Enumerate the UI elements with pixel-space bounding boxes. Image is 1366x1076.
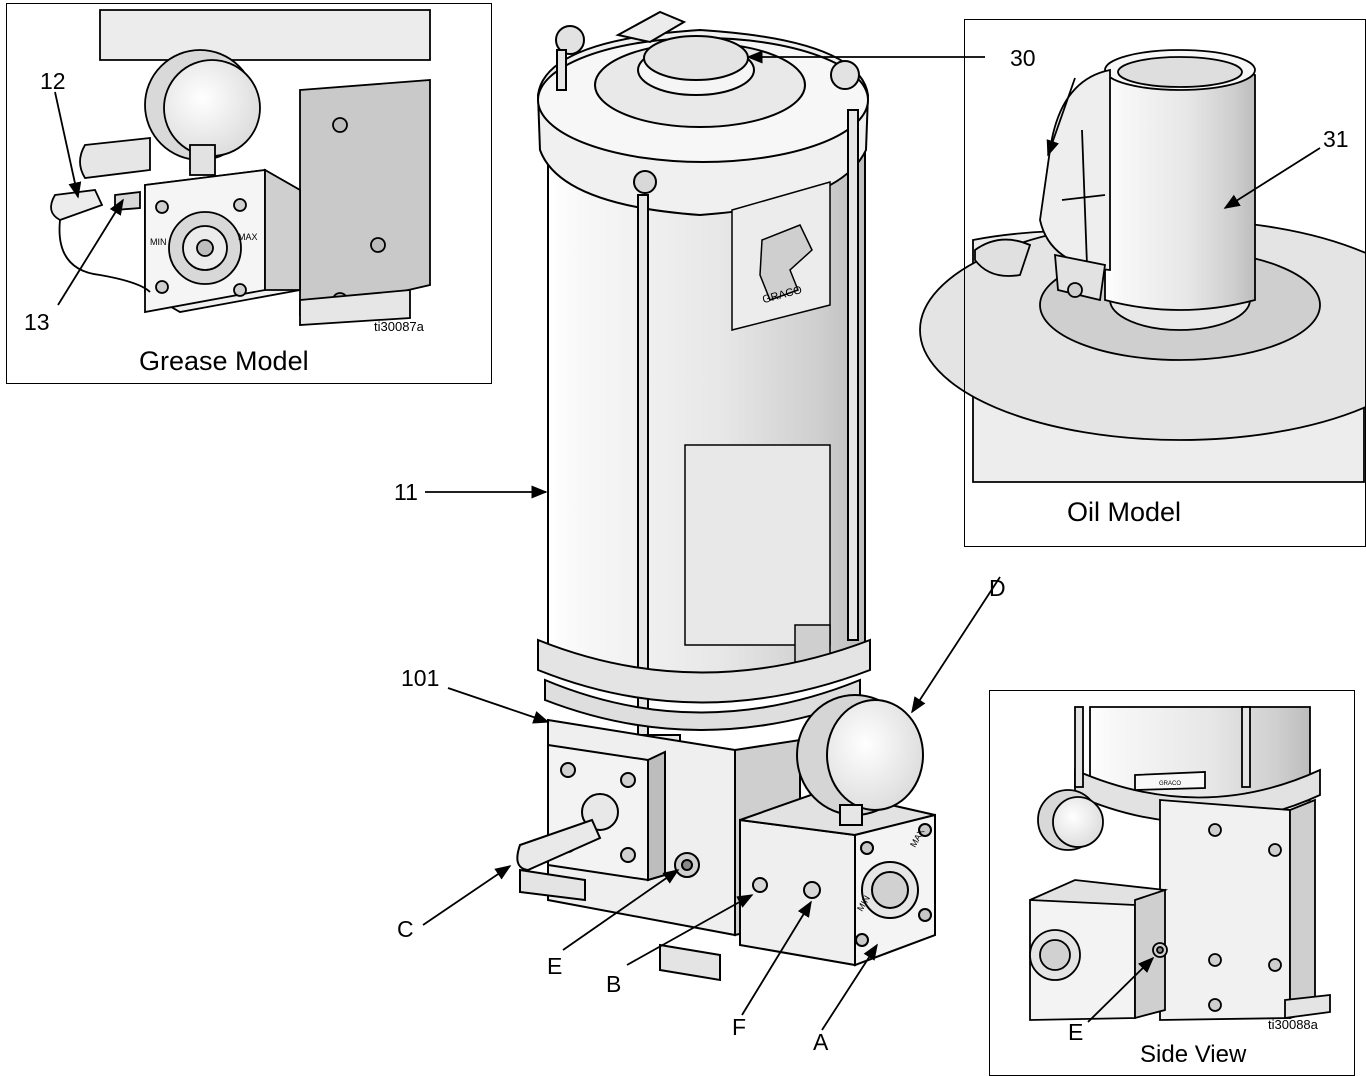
callout-12: 12 <box>40 68 66 94</box>
callout-B: B <box>606 971 622 997</box>
front-block: MAX MIN <box>739 788 936 967</box>
reservoir-lid <box>536 10 870 217</box>
side-inset-art: GRACO <box>1029 706 1331 1021</box>
pressure-gauge <box>796 694 924 826</box>
side-caption: Side View <box>1140 1041 1247 1068</box>
side-brand-label: GRACO <box>1159 781 1181 787</box>
callout-A: A <box>813 1029 829 1055</box>
callout-F: F <box>732 1014 747 1040</box>
oil-caption: Oil Model <box>1067 497 1182 527</box>
oil-inset-art <box>919 49 1366 483</box>
grease-leaders <box>54 91 124 306</box>
callout-11: 11 <box>394 479 418 505</box>
tie-rods <box>556 49 859 736</box>
main-leaders <box>422 50 1001 1031</box>
callout-C: C <box>397 916 414 942</box>
side-leaders <box>1087 956 1155 1023</box>
grease-min-label: MIN <box>150 237 167 247</box>
oil-leaders <box>1046 77 1321 209</box>
callout-D: D <box>989 575 1006 601</box>
callout-30: 30 <box>1010 45 1036 71</box>
grease-max-label: MAX <box>238 232 258 242</box>
callout-E: E <box>547 953 563 979</box>
callout-13: 13 <box>24 309 50 335</box>
oil-model-inset <box>964 19 1366 547</box>
reservoir-label <box>684 444 831 646</box>
grease-inset-art: MAX MIN <box>50 9 431 326</box>
grease-caption: Grease Model <box>139 346 309 376</box>
side-callout-E: E <box>1068 1019 1084 1045</box>
side-figure-id: ti30088a <box>1268 1017 1318 1032</box>
callout-101: 101 <box>401 665 440 691</box>
callout-31: 31 <box>1323 126 1349 152</box>
grease-figure-id: ti30087a <box>374 319 424 334</box>
graco-logo: GRACO <box>731 181 831 331</box>
grease-model-inset <box>6 3 492 384</box>
